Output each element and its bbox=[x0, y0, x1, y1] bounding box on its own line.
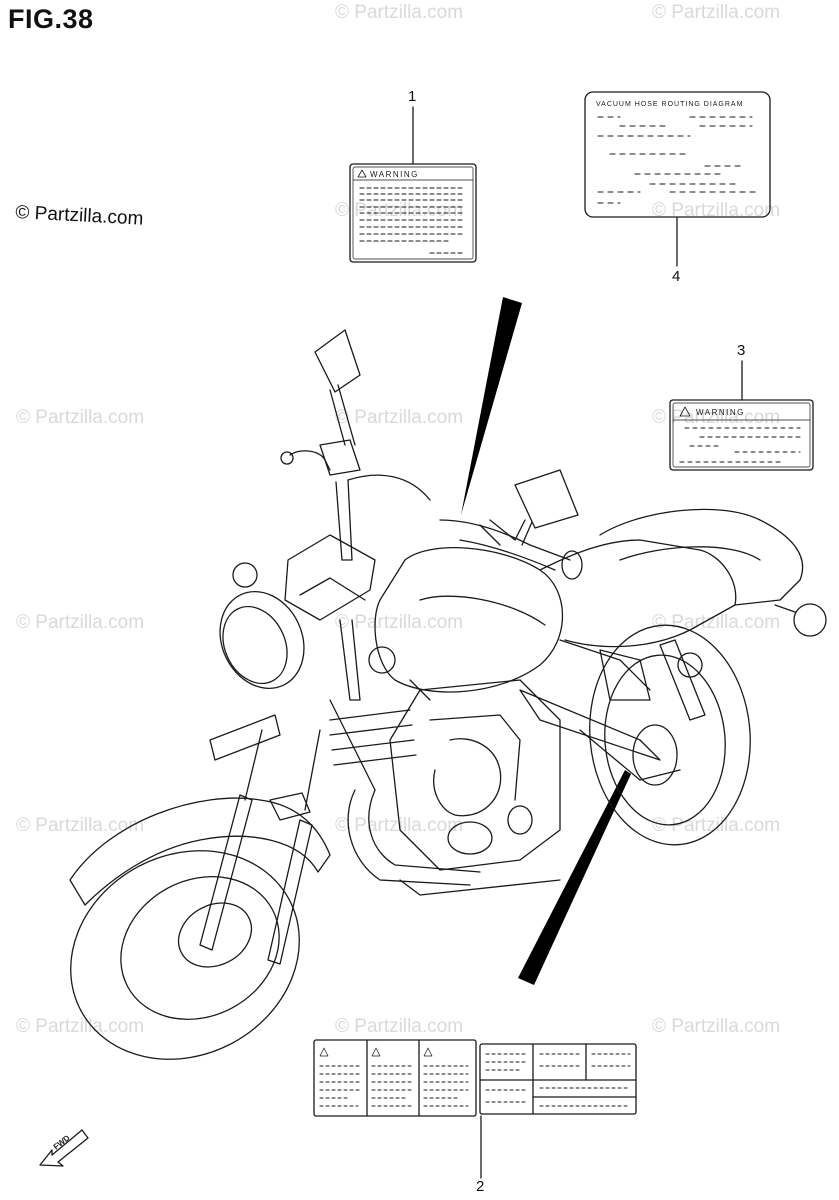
label-4-heading: VACUUM HOSE ROUTING DIAGRAM bbox=[596, 101, 743, 108]
watermark: © Partzilla.com bbox=[335, 200, 464, 221]
watermark: © Partzilla.com bbox=[652, 407, 781, 428]
watermark: © Partzilla.com bbox=[652, 2, 781, 23]
watermark: © Partzilla.com bbox=[335, 1016, 464, 1037]
callout-number-4[interactable]: 4 bbox=[672, 268, 681, 285]
watermark: © Partzilla.com bbox=[335, 2, 464, 23]
watermark: © Partzilla.com bbox=[16, 1016, 145, 1037]
callout-number-1[interactable]: 1 bbox=[408, 88, 417, 105]
watermark: © Partzilla.com bbox=[335, 612, 464, 633]
callout-number-2[interactable]: 2 bbox=[476, 1178, 485, 1195]
watermark: © Partzilla.com bbox=[652, 1016, 781, 1037]
fwd-arrow bbox=[39, 1129, 89, 1167]
watermark: © Partzilla.com bbox=[335, 407, 464, 428]
hose-routing-label-4[interactable] bbox=[584, 91, 771, 218]
watermark: © Partzilla.com bbox=[652, 815, 781, 836]
callout-number-3[interactable]: 3 bbox=[737, 342, 746, 359]
label-1-heading: WARNING bbox=[370, 170, 419, 179]
motorcycle-drawing bbox=[69, 329, 827, 1060]
watermark: © Partzilla.com bbox=[16, 407, 145, 428]
pointer-wedge-upper bbox=[461, 297, 522, 515]
watermark: © Partzilla.com bbox=[16, 815, 145, 836]
figure-title: FIG.38 bbox=[8, 4, 94, 34]
watermark: © Partzilla.com bbox=[652, 200, 781, 221]
pointer-wedge-lower bbox=[518, 770, 631, 985]
combined-label-sheet-2[interactable] bbox=[313, 1039, 637, 1117]
label-3-heading: WARNING bbox=[696, 408, 745, 417]
watermark: © Partzilla.com bbox=[16, 612, 145, 633]
